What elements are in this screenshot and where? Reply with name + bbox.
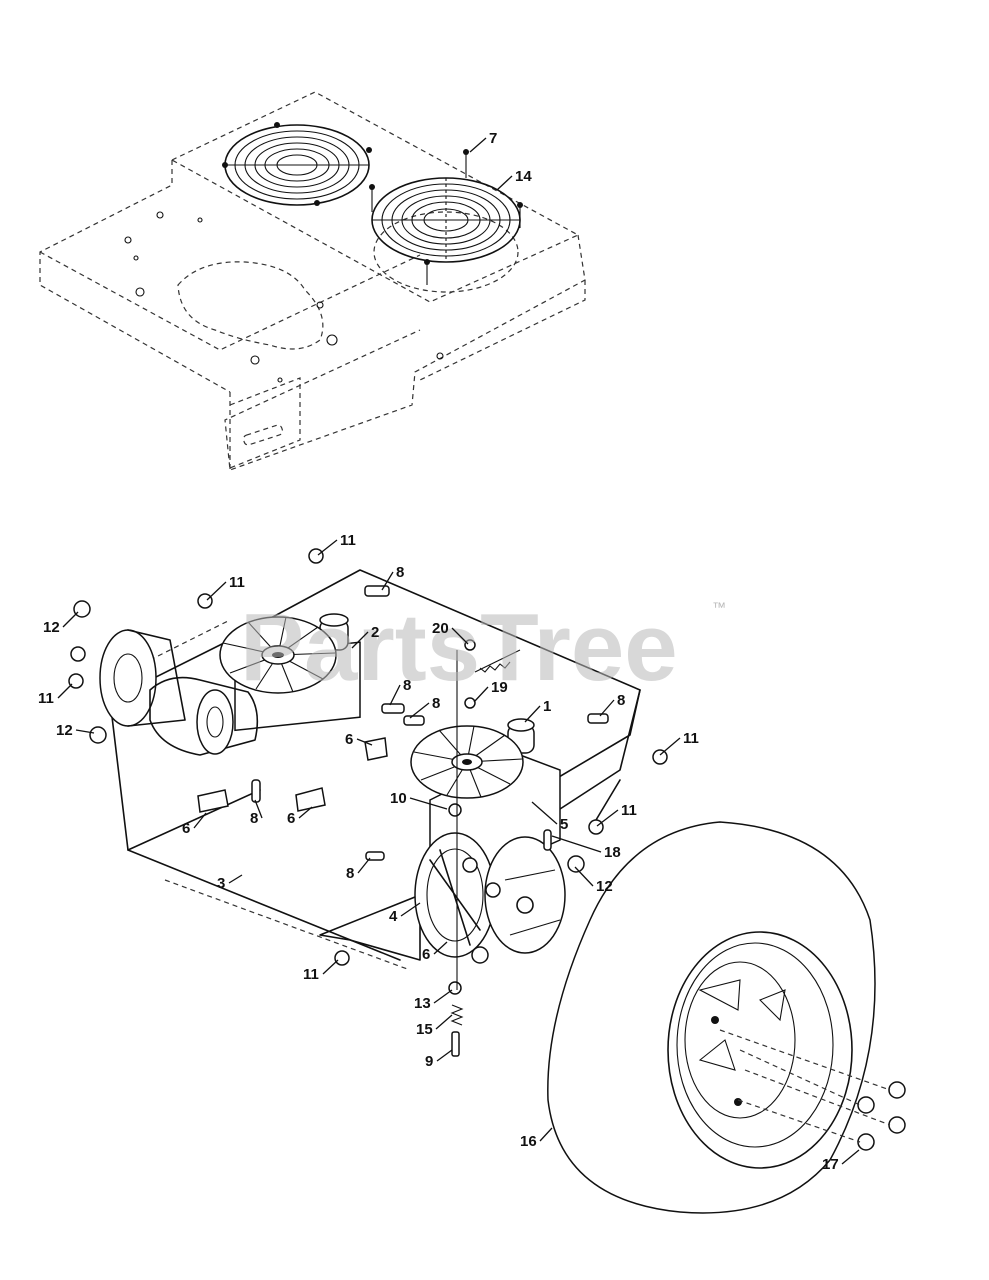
drive-assembly (68, 548, 906, 1214)
callout-leader (539, 1127, 553, 1142)
callout-leader (524, 705, 541, 723)
callout-11: 11 (38, 690, 54, 707)
callout-19: 19 (491, 679, 508, 696)
bolts-8 (251, 585, 609, 861)
callout-20: 20 (432, 620, 449, 637)
callout-leader (433, 941, 448, 955)
nuts (68, 548, 668, 995)
callout-leader (298, 806, 313, 819)
callout-10: 10 (390, 790, 407, 807)
callout-leader (389, 684, 401, 706)
callout-leader (193, 812, 207, 829)
callout-2: 2 (371, 624, 379, 641)
watermark: PartsTree (240, 594, 678, 701)
callout-11: 11 (683, 730, 699, 747)
callout-leader (381, 571, 394, 591)
callout-1: 1 (543, 698, 551, 715)
callout-leader (206, 581, 227, 601)
callout-6: 6 (422, 946, 430, 963)
left-wheel-hub (99, 629, 186, 727)
callout-leader (435, 1014, 453, 1030)
callout-6: 6 (287, 810, 295, 827)
callout-leader (317, 539, 338, 556)
callout-leader (659, 737, 681, 756)
callout-leader (75, 729, 95, 734)
screw-7 (369, 149, 523, 285)
pins-6 (197, 737, 388, 813)
callout-leader (400, 902, 421, 917)
callout-leader (433, 989, 453, 1004)
callout-leader (473, 686, 489, 703)
frame-assembly (39, 91, 586, 471)
callout-11: 11 (621, 802, 637, 819)
callout-6: 6 (182, 820, 190, 837)
cooling-fan-right (410, 725, 524, 799)
callout-leader (596, 809, 619, 827)
right-hub-assembly (414, 832, 566, 964)
callout-16: 16 (520, 1133, 537, 1150)
drive-tire-16 (547, 821, 876, 1214)
callout-12: 12 (596, 878, 613, 895)
callout-18: 18 (604, 844, 621, 861)
callout-leader (409, 797, 448, 810)
callout-3: 3 (217, 875, 225, 892)
callout-leader (357, 857, 371, 874)
callout-5: 5 (560, 816, 568, 833)
callout-14: 14 (515, 168, 532, 185)
lug-nuts-17 (719, 1029, 906, 1151)
spring-and-bolt (450, 649, 521, 1057)
callout-6: 6 (345, 731, 353, 748)
callout-9: 9 (425, 1053, 433, 1070)
callout-leader (322, 959, 339, 975)
callout-8: 8 (346, 865, 354, 882)
callout-leader (599, 699, 615, 717)
fan-guard-right (371, 177, 521, 263)
callout-leader (574, 866, 594, 887)
fan-guard-left (222, 122, 372, 206)
callout-8: 8 (250, 810, 258, 827)
callout-leader (551, 835, 602, 853)
watermark-trademark: ™ (712, 599, 726, 615)
cooling-fan-left (219, 616, 337, 694)
callout-4: 4 (389, 908, 398, 925)
callout-8: 8 (432, 695, 440, 712)
callout-leader (57, 683, 73, 699)
callout-12: 12 (56, 722, 73, 739)
callout-8: 8 (403, 677, 411, 694)
callout-leader (351, 631, 369, 649)
callout-leader (62, 611, 79, 628)
callout-leader (469, 137, 487, 153)
callout-11: 11 (229, 574, 245, 591)
callout-leader (228, 874, 243, 884)
callout-leader (531, 801, 558, 825)
callout-8: 8 (396, 564, 404, 581)
callout-13: 13 (414, 995, 431, 1012)
callout-11: 11 (340, 532, 356, 549)
callout-11: 11 (303, 966, 319, 983)
callout-leader (356, 738, 373, 746)
callout-leader (254, 799, 263, 819)
callout-17: 17 (822, 1156, 839, 1173)
callout-leader (409, 702, 430, 719)
callout-leader (496, 175, 513, 191)
callout-15: 15 (416, 1021, 433, 1038)
callout-leader (841, 1149, 860, 1165)
callout-7: 7 (489, 130, 497, 147)
callout-leader (451, 627, 469, 645)
callout-12: 12 (43, 619, 60, 636)
callout-8: 8 (617, 692, 625, 709)
callout-leader (436, 1049, 453, 1062)
